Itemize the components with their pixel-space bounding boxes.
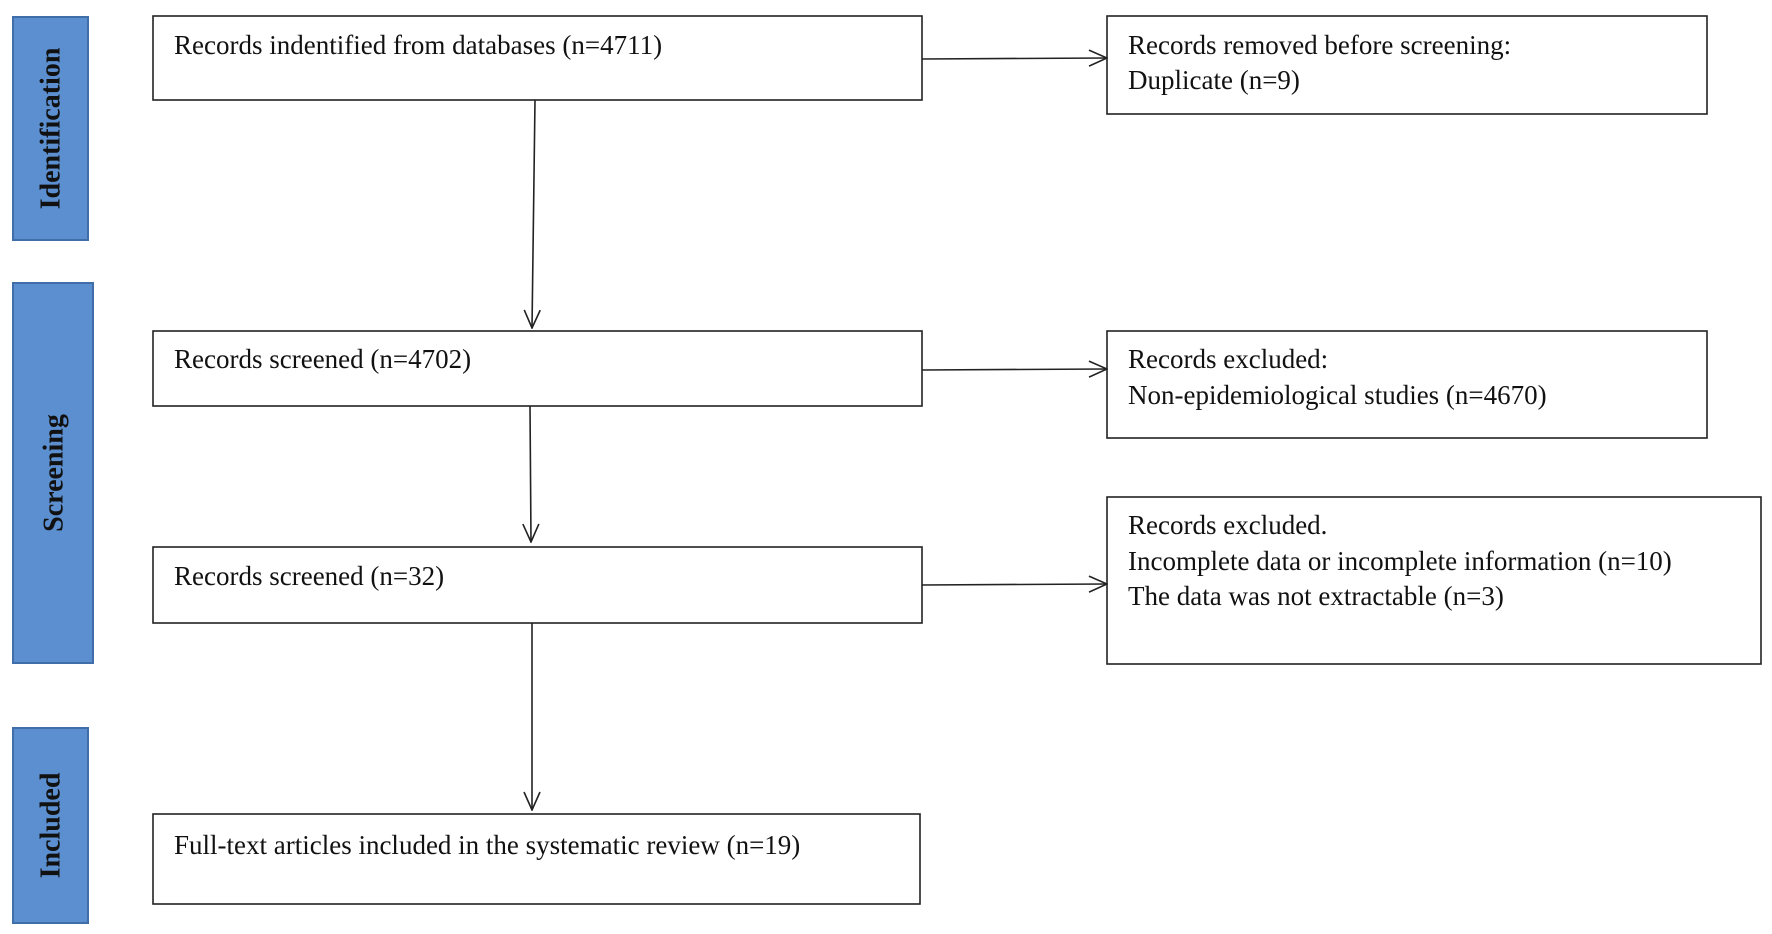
- arrow-screened-2-to-excluded-2: [921, 584, 1107, 585]
- box-records-removed-line-1: Records removed before screening:: [1128, 30, 1511, 60]
- phase-screening: Screening: [12, 282, 94, 664]
- box-included-line-1: Full-text articles included in the syste…: [174, 830, 800, 860]
- box-records-excluded-2-line-2: Incomplete data or incomplete informatio…: [1128, 546, 1672, 576]
- phase-included: Included: [12, 727, 89, 924]
- phase-identification: Identification: [12, 16, 89, 241]
- box-records-removed-line-2: Duplicate (n=9): [1128, 65, 1300, 95]
- phase-screening-label: Screening: [39, 414, 70, 532]
- box-records-excluded-1-line-1: Records excluded:: [1128, 344, 1328, 374]
- box-records-excluded-2: Records excluded. Incomplete data or inc…: [1106, 496, 1762, 665]
- box-records-screened-1: Records screened (n=4702): [152, 330, 923, 407]
- box-included: Full-text articles included in the syste…: [152, 813, 921, 905]
- arrow-identified-to-removed: [921, 58, 1107, 59]
- box-records-excluded-1-line-2: Non-epidemiological studies (n=4670): [1128, 380, 1547, 410]
- box-records-identified-line-1: Records indentified from databases (n=47…: [174, 30, 662, 60]
- phase-included-label: Included: [36, 772, 67, 878]
- arrow-screened-1-to-screened-2: [530, 405, 531, 542]
- box-records-screened-2-line-1: Records screened (n=32): [174, 561, 444, 591]
- phase-identification-label: Identification: [36, 47, 67, 209]
- box-records-excluded-2-line-1: Records excluded.: [1128, 510, 1327, 540]
- box-records-screened-1-line-1: Records screened (n=4702): [174, 344, 471, 374]
- box-records-removed: Records removed before screening: Duplic…: [1106, 15, 1708, 115]
- box-records-excluded-1: Records excluded: Non-epidemiological st…: [1106, 330, 1708, 439]
- box-records-identified: Records indentified from databases (n=47…: [152, 15, 923, 101]
- box-records-excluded-2-line-3: The data was not extractable (n=3): [1128, 581, 1504, 611]
- arrow-identified-to-screened-1: [532, 99, 535, 328]
- arrow-screened-1-to-excluded-1: [921, 369, 1107, 370]
- box-records-screened-2: Records screened (n=32): [152, 546, 923, 624]
